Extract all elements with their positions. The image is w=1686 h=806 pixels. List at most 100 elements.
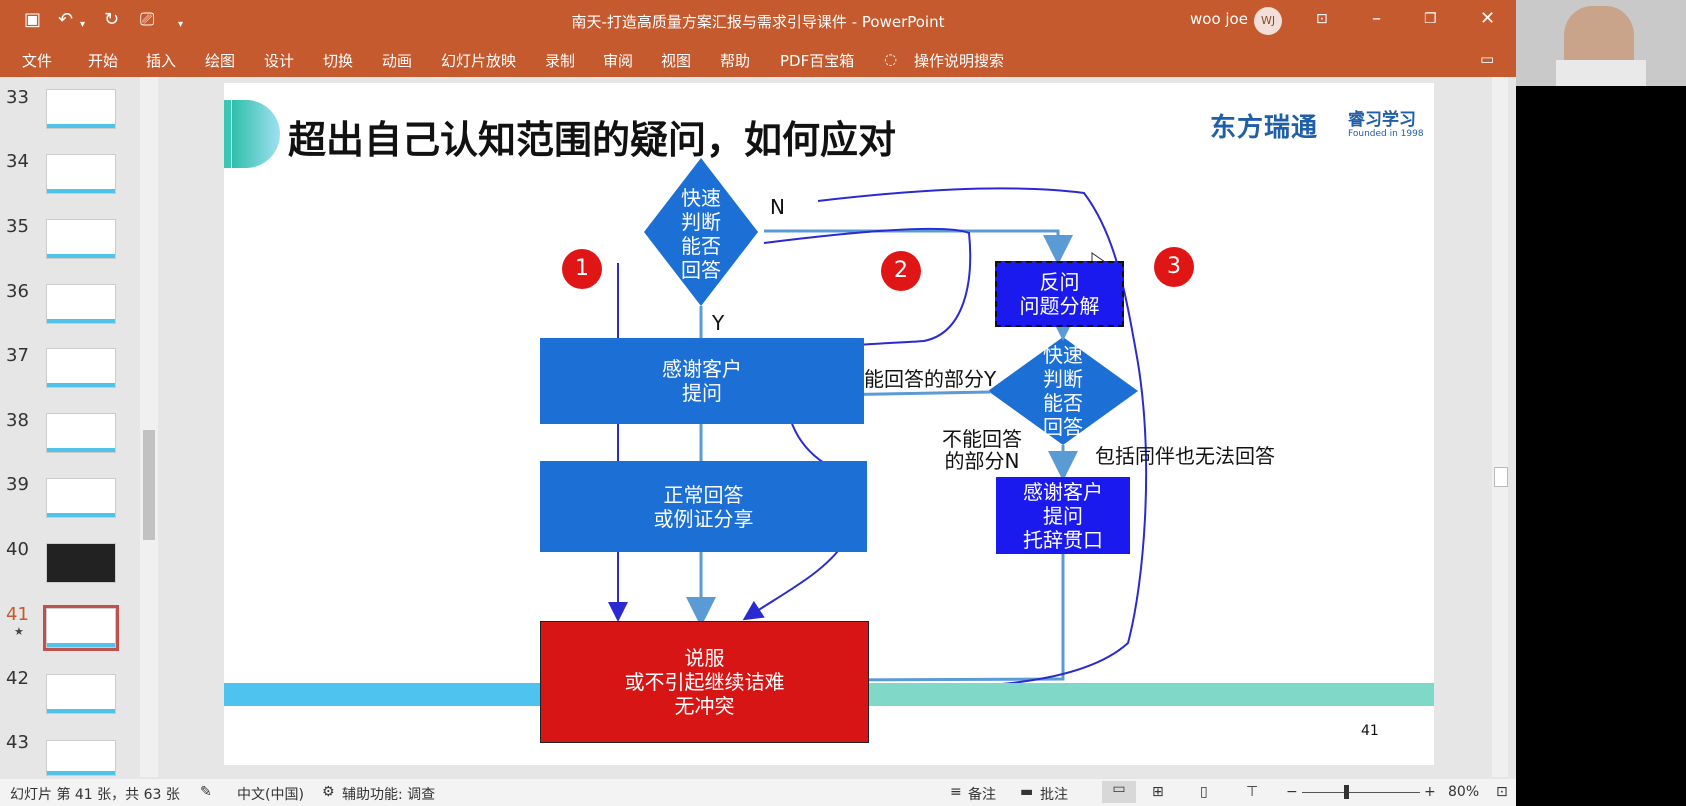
restore-icon[interactable]: ❐ [1424,11,1437,27]
thumb-number-active: 41 [6,604,29,625]
webcam-shirt [1556,60,1646,86]
thumb-number: 42 [6,668,29,689]
normal-answer-box: 正常回答 或例证分享 [540,461,867,552]
thumb-number: 33 [6,87,29,108]
slide-thumbnail[interactable] [46,219,116,259]
scroll-thumb[interactable] [1494,467,1508,487]
slideshow-view-icon[interactable]: ⊤ [1246,784,1259,800]
minimize-icon[interactable]: – [1372,8,1381,29]
slide[interactable]: 超出自己认知范围的疑问，如何应对 东方瑞通 睿习学习 Founded in 19… [224,83,1434,765]
window-title: 南天-打造高质量方案汇报与需求引导课件 - PowerPoint [571,13,945,31]
tab-draw[interactable]: 绘图 [205,52,236,70]
slide-sorter-icon[interactable]: ⊞ [1152,784,1164,800]
reverse-question-box: 反问 问题分解 [995,261,1124,327]
reading-view-icon[interactable]: ▯ [1200,784,1208,800]
logo-founded: Founded in 1998 [1348,129,1424,139]
thumbnails-scrollbar[interactable] [140,77,158,777]
zoom-slider[interactable] [1302,792,1420,793]
flowchart-connectors [224,158,1434,706]
tab-slideshow[interactable]: 幻灯片放映 [441,52,517,70]
zoom-out-icon[interactable]: − [1286,784,1298,800]
decision-2-text: 快速 判断 能否 回答 [1043,343,1083,439]
webcam-overlay [1516,0,1686,86]
decision-diamond-2 [988,337,1138,445]
slide-thumbnail[interactable] [46,348,116,388]
slide-info[interactable]: 幻灯片 第 41 张，共 63 张 [10,787,180,803]
ribbon-display-icon[interactable]: ⊡ [1316,11,1328,27]
notes-button[interactable]: 备注 [968,787,996,803]
thumb-number: 40 [6,539,29,560]
tell-me-search[interactable]: 操作说明搜索 [914,52,1005,70]
lightbulb-icon: ◌ [884,50,898,68]
slide-thumbnail[interactable] [46,284,116,324]
animation-star-icon: ★ [14,625,24,638]
slide-title: 超出自己认知范围的疑问，如何应对 [288,118,897,162]
slide-thumbnail[interactable] [46,154,116,194]
slide-thumbnail[interactable] [46,740,116,776]
tab-file[interactable]: 文件 [22,52,53,70]
comments-button[interactable]: 批注 [1040,787,1068,803]
customize-toolbar-icon[interactable]: ▾ [178,19,184,30]
accessibility-icon[interactable]: ⚙ [322,784,335,800]
present-icon[interactable]: ⎚ [140,9,155,30]
comments-icon[interactable]: ▭ [1480,50,1495,68]
decision-diamond-1 [644,158,758,306]
undo-icon[interactable]: ↶ [58,9,74,30]
marker-2: 2 [881,251,921,291]
scroll-thumb[interactable] [143,430,155,540]
status-bar: 幻灯片 第 41 张，共 63 张 ✎ 中文(中国) ⚙ 辅助功能: 调查 ≡ … [0,779,1516,806]
tab-pdf[interactable]: PDF百宝箱 [780,52,855,70]
marker-1: 1 [562,249,602,289]
close-icon[interactable]: ✕ [1480,8,1496,29]
tab-transitions[interactable]: 切换 [323,52,354,70]
comments-icon[interactable]: ▬ [1020,784,1034,800]
thumb-number: 43 [6,732,29,753]
tab-insert[interactable]: 插入 [146,52,177,70]
accessibility-status[interactable]: 辅助功能: 调查 [342,787,436,803]
powerpoint-window: ▣ ↶ ▾ ↻ ⎚ ▾ 南天-打造高质量方案汇报与需求引导课件 - PowerP… [0,0,1516,806]
avatar[interactable]: WJ [1254,7,1282,35]
tab-home[interactable]: 开始 [88,52,119,70]
thumb-number: 36 [6,281,29,302]
thumb-number: 38 [6,410,29,431]
notes-icon[interactable]: ≡ [950,784,962,800]
thank-excuse-box: 感谢客户 提问 托辞贯口 [996,477,1130,554]
slide-thumbnail[interactable] [46,478,116,518]
normal-view-icon[interactable]: ▭ [1102,781,1136,803]
logo-text: 东方瑞通 [1210,113,1319,143]
redo-icon[interactable]: ↻ [104,9,120,30]
partner-label: 包括同伴也无法回答 [1095,444,1275,468]
save-icon[interactable]: ▣ [24,9,42,30]
no-label: N [770,195,785,219]
persuade-box: 说服 或不引起继续诘难 无冲突 [540,621,869,743]
slide-thumbnail[interactable] [46,674,116,714]
slide-thumbnail[interactable] [46,543,116,583]
tab-animations[interactable]: 动画 [382,52,413,70]
zoom-slider-thumb[interactable] [1344,785,1349,799]
ribbon-tabs: 文件 开始 插入 绘图 设计 切换 动画 幻灯片放映 录制 审阅 视图 帮助 P… [0,41,1516,77]
undo-dropdown-icon[interactable]: ▾ [80,19,86,30]
slide-thumbnails-pane: 33 34 35 36 37 38 39 40 41 ★ 42 43 [0,77,160,777]
decision-1-text: 快速 判断 能否 回答 [681,186,721,282]
slide-thumbnail[interactable] [46,89,116,129]
slide-thumbnail-selected[interactable] [43,605,119,651]
tab-record[interactable]: 录制 [545,52,576,70]
canvas-scrollbar[interactable] [1492,77,1508,777]
page-number: 41 [1361,723,1379,739]
slide-thumbnail[interactable] [46,413,116,453]
thumb-number: 35 [6,216,29,237]
zoom-in-icon[interactable]: + [1424,784,1436,800]
fit-slide-icon[interactable]: ⊡ [1496,784,1508,800]
answerable-label: 能回答的部分Y [864,367,997,391]
tab-view[interactable]: 视图 [661,52,692,70]
zoom-level[interactable]: 80% [1448,784,1480,800]
tab-review[interactable]: 审阅 [603,52,634,70]
user-name[interactable]: woo joe [1190,10,1248,28]
spellcheck-icon[interactable]: ✎ [200,784,212,800]
language[interactable]: 中文(中国) [237,787,304,803]
footer-band-right [808,683,1434,706]
thank-customer-box: 感谢客户 提问 [540,338,864,424]
tab-help[interactable]: 帮助 [720,52,751,70]
logo-sub: 睿习学习 [1348,110,1416,130]
tab-design[interactable]: 设计 [264,52,295,70]
